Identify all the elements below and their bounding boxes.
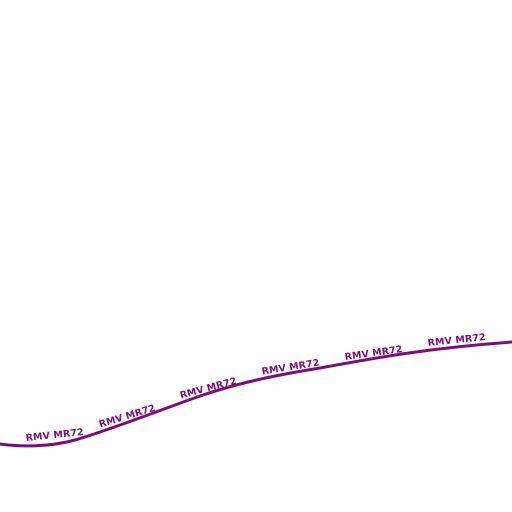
bus-route-line[interactable]	[0, 340, 512, 448]
